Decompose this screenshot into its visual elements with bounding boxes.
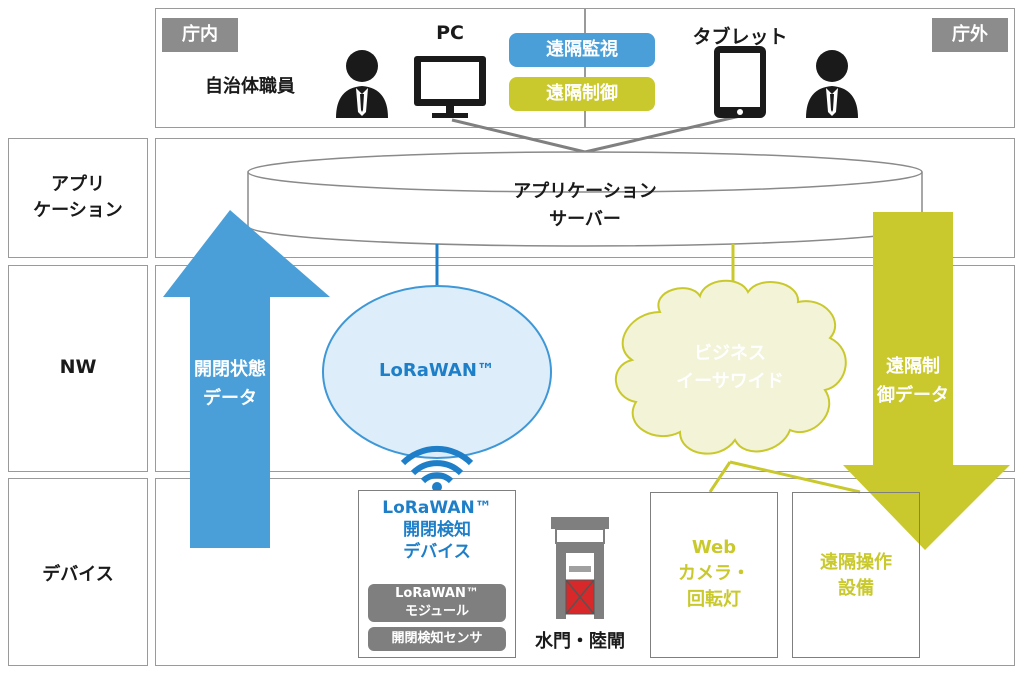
control-data-label: 遠隔制 御データ xyxy=(877,356,949,406)
row-label-nw-box xyxy=(8,265,148,472)
business-network-cloud xyxy=(615,279,847,455)
water-gate-label: 水門・陸閘 xyxy=(535,631,625,652)
lorawan-network-cloud xyxy=(322,285,552,459)
staff-person-icon-outside xyxy=(806,50,858,118)
row-label-nw: NW xyxy=(59,356,97,378)
lorawan-network-label: LoRaWAN™ xyxy=(379,360,495,381)
application-server-cylinder xyxy=(247,151,923,247)
row-label-application: アプリ ケーション xyxy=(33,174,123,221)
remote-monitor-badge: 遠隔監視 xyxy=(509,33,655,67)
web-camera-box xyxy=(650,492,778,658)
control-data-down-arrow xyxy=(843,212,1010,550)
status-data-up-arrow xyxy=(163,210,330,548)
row-label-device-box xyxy=(8,478,148,666)
lorawan-detection-device-label: LoRaWAN™ 開閉検知 デバイス xyxy=(382,498,492,562)
water-gate-icon xyxy=(551,517,609,619)
row-label-device: デバイス xyxy=(42,564,114,585)
status-data-label: 開閉状態 データ xyxy=(194,359,266,409)
row-content-nw-box xyxy=(155,265,1015,472)
wifi-signal-icon xyxy=(400,445,474,492)
lorawan-module-badge: LoRaWAN™ モジュール xyxy=(368,584,506,622)
web-camera-label: Web カメラ・ 回転灯 xyxy=(678,537,750,610)
pc-label: PC xyxy=(436,22,464,44)
row-label-application-box xyxy=(8,138,148,258)
pc-to-server-line xyxy=(451,118,586,154)
business-to-equipment-line xyxy=(729,460,861,494)
remote-control-badge: 遠隔制御 xyxy=(509,77,655,111)
remote-equipment-box xyxy=(792,492,920,658)
tablet-label: タブレット xyxy=(692,26,788,48)
outside-office-tag: 庁外 xyxy=(932,18,1008,52)
inside-office-tag: 庁内 xyxy=(162,18,238,52)
pc-monitor-icon xyxy=(414,56,486,118)
staff-label: 自治体職員 xyxy=(205,76,295,97)
row-content-device-box xyxy=(155,478,1015,666)
business-to-camera-line xyxy=(708,461,732,493)
open-close-sensor-badge: 開閉検知センサ xyxy=(368,627,506,651)
staff-person-icon-inside xyxy=(336,50,388,118)
application-server-label: アプリケーション サーバー xyxy=(513,181,657,230)
business-network-label: ビジネス イーサワイド xyxy=(676,343,784,392)
tablet-icon xyxy=(714,46,766,118)
remote-equipment-label: 遠隔操作 設備 xyxy=(820,552,892,599)
tablet-to-server-line xyxy=(584,114,741,154)
